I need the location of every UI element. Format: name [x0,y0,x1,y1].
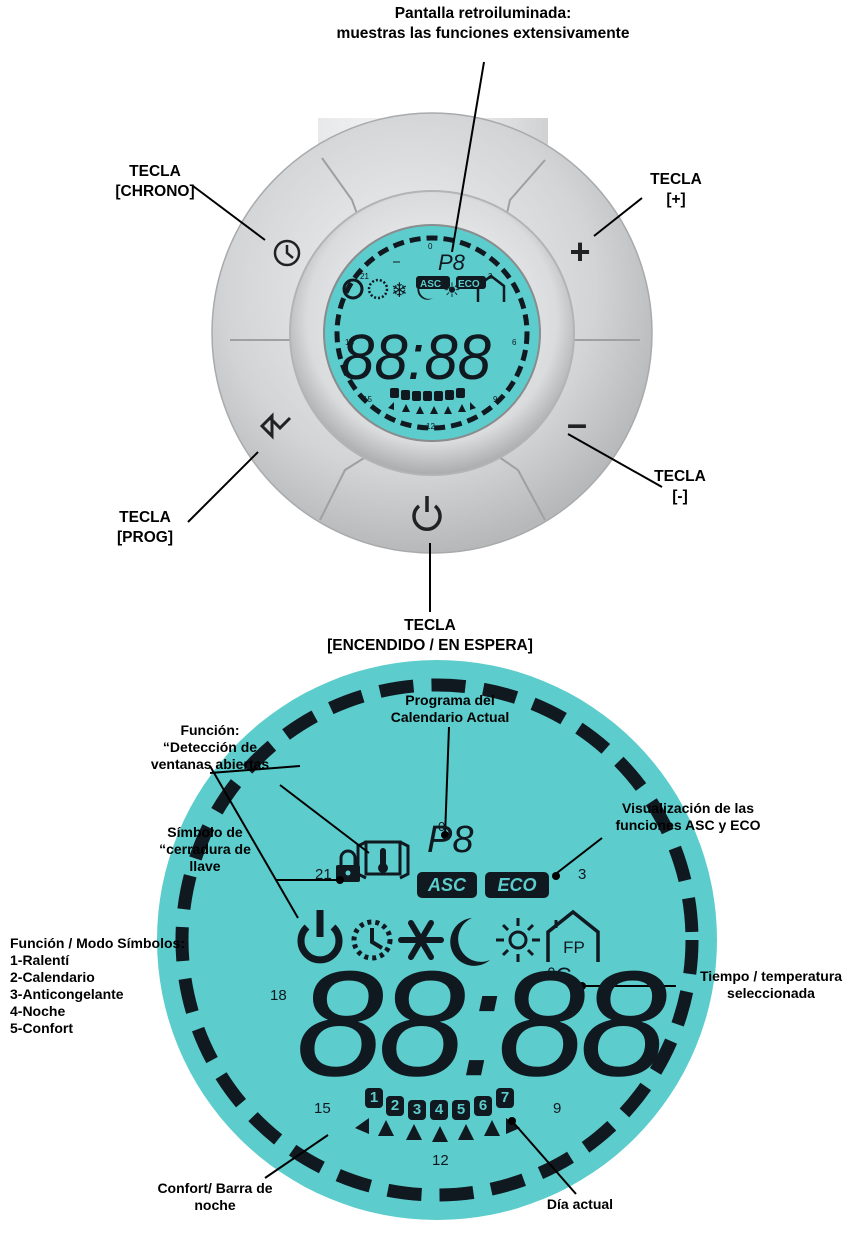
moon-icon [450,918,490,966]
small-program: P8 [438,250,466,275]
svg-text:21: 21 [360,272,369,281]
asc-badge [417,872,477,898]
day-2: 2 [390,1097,400,1114]
large-asc: ASC [427,875,466,895]
large-unit: °C [547,963,572,988]
calendar-clock-icon [351,919,393,961]
bottom-leaders [209,726,676,1195]
small-asc: ASC [420,279,441,290]
day-boxes [365,1088,514,1120]
day-7: 7 [500,1089,510,1106]
screen-label: Pantalla retroiluminada:muestras las fun… [336,5,630,42]
lcd-small-content: ❄ ☀ [334,235,530,431]
day-6: 6 [478,1097,488,1114]
small-eco: ECO [458,279,480,290]
asc-eco-pointer-dot [552,872,560,880]
prog-arrow-icon [259,412,292,440]
hour-mark-6: 6 [598,987,607,1004]
house-fp-icon [546,909,600,962]
hour-mark-3: 3 [578,866,587,883]
prog-label: TECLA[PROG] [117,509,173,546]
svg-text:12: 12 [426,422,435,431]
time-pointer-dot [578,982,586,990]
minus-button[interactable]: – [566,403,588,444]
hour-mark-21: 21 [315,866,332,883]
day-pointer-dot [508,1117,516,1125]
svg-text:9: 9 [493,395,498,404]
plus-label: TECLA[+] [650,171,702,208]
current-day-label: Día actual [546,1196,614,1212]
chrono-label: TECLA[CHRONO] [115,163,195,200]
day-3: 3 [412,1101,422,1118]
power-button[interactable] [404,486,452,534]
snowflake-icon [398,920,444,960]
hour-bar-ring [175,678,699,1202]
small-hour-marks: 0 21 3 18 6 15 9 12 [345,242,517,431]
standby-mode-icon [297,910,343,964]
day-4: 4 [434,1101,444,1118]
large-eco: ECO [497,875,537,895]
power-icon [412,496,442,531]
large-program: P8 [427,819,474,861]
sun-icon [496,918,540,962]
plus-button[interactable]: + [569,231,591,272]
top-leaders [187,61,663,612]
svg-text:❄: ❄ [391,280,408,302]
svg-text:15: 15 [363,395,372,404]
clock-icon [273,239,301,267]
svg-text:18: 18 [345,338,354,347]
chrono-button[interactable] [262,228,312,278]
lock-pointer-dot [336,876,344,884]
power-label: TECLA[ENCENDIDO / EN ESPERA] [327,617,533,654]
window-thermometer-icon [356,840,410,880]
hour-mark-12: 12 [432,1152,449,1169]
eco-badge [485,872,549,898]
hour-mark-9: 9 [553,1100,562,1117]
svg-text:6: 6 [512,338,517,347]
hour-mark-0: 0 [438,819,446,834]
minus-label: TECLA[-] [654,468,706,505]
day-1: 1 [369,1089,379,1106]
hour-mark-15: 15 [314,1100,331,1117]
day-5: 5 [456,1101,466,1118]
svg-text:0: 0 [428,242,433,251]
prog-button[interactable] [255,405,299,449]
small-days [388,388,476,414]
program-pointer-dot [441,831,449,839]
day-arrows [355,1118,520,1142]
large-digits: 88:88 [296,940,667,1108]
svg-text:3: 3 [488,272,493,281]
large-fp: FP [563,938,585,957]
hour-mark-18: 18 [270,987,287,1004]
small-digits: 88:88 [341,321,491,393]
